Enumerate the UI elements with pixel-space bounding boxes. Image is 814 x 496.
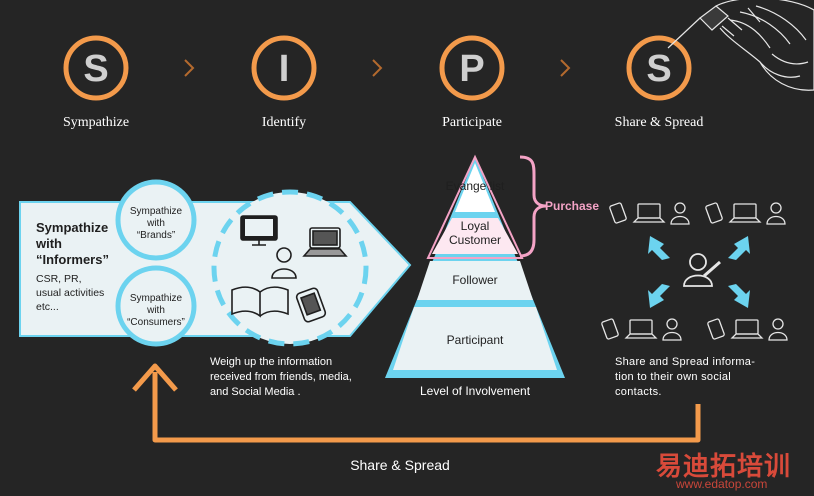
stage-label-participate: Participate	[442, 115, 502, 130]
stage-circle-share	[626, 35, 692, 101]
loyal-line: Loyal	[460, 219, 490, 233]
stage-letter: S	[83, 48, 109, 90]
pyramid-caption: Level of Involvement	[419, 384, 531, 398]
share-spread-arrow	[132, 363, 701, 443]
weigh-line: received from friends, media,	[210, 371, 352, 383]
identify-icons	[231, 215, 348, 323]
share-spread-text: Share and Spread informa- tion to their …	[615, 355, 755, 400]
consumers-circle	[115, 265, 197, 347]
weigh-up-text: Weigh up the information received from f…	[210, 355, 352, 400]
purchase-label: Purchase	[545, 199, 600, 213]
laptop-icon	[302, 227, 348, 257]
stage-circle-participate	[439, 35, 505, 101]
purchase-bracket	[519, 155, 547, 258]
stage-letter: P	[459, 48, 485, 90]
consumers-circle-text: Sympathize with “Consumers”	[118, 293, 194, 329]
informers-sub-line: usual activities	[36, 287, 105, 299]
informers-title-line: with	[36, 236, 62, 251]
spread-arrows	[648, 236, 750, 308]
phone-icon	[295, 287, 327, 323]
consumers-line: “Consumers”	[127, 317, 185, 328]
central-user-icon	[683, 253, 721, 287]
pyramid-level-loyal	[432, 218, 518, 254]
pyramid-label-participant: Participant	[446, 333, 504, 347]
consumers-line: with	[147, 305, 165, 316]
monitor-icon	[240, 215, 278, 246]
pyramid-level-evangelist	[455, 163, 495, 212]
stage-label-identify: Identify	[261, 115, 307, 130]
social-network-icons	[601, 202, 788, 341]
brands-circle	[115, 179, 197, 261]
stage-letter: I	[278, 48, 290, 90]
watermark-url: www.edatop.com	[676, 477, 768, 491]
weigh-line: Weigh up the information	[210, 356, 333, 368]
pyramid-level-participant	[393, 307, 557, 370]
pyramid-label-follower: Follower	[452, 273, 498, 287]
share-line: Share and Spread informa-	[615, 356, 756, 368]
pyramid-label-evangelist: Evange list	[445, 179, 505, 193]
informers-sub-line: etc...	[36, 301, 59, 313]
device-cluster-top-left	[609, 202, 690, 225]
watermark-title: 易迪拓培训	[656, 451, 792, 481]
stage-label-sympathize: Sympathize	[62, 115, 130, 130]
arrow-icon	[648, 284, 670, 308]
device-cluster-bottom-left	[601, 318, 682, 341]
arrow-icon	[728, 236, 750, 260]
stage-circle-sympathize	[63, 35, 129, 101]
brands-line: with	[147, 218, 165, 229]
device-cluster-top-right	[705, 202, 786, 225]
brands-circle-text: Sympathize with “Brands”	[118, 206, 194, 242]
share-line: tion to their own social	[615, 371, 732, 383]
consumers-line: Sympathize	[129, 293, 183, 304]
brands-line: Sympathize	[129, 206, 183, 217]
bottom-share-spread-label: Share & Spread	[350, 457, 450, 473]
share-line: contacts.	[615, 386, 662, 398]
identify-dashed-circle	[211, 189, 369, 347]
stage-circle-identify	[251, 35, 317, 101]
pyramid-level-follower	[417, 261, 533, 300]
weigh-line: and Social Media .	[210, 386, 301, 398]
device-cluster-bottom-right	[707, 318, 788, 341]
book-icon	[231, 286, 289, 318]
hand-pen-illustration	[667, 0, 814, 91]
informers-subtext: CSR, PR, usual activities etc...	[36, 272, 104, 314]
informers-sub-line: CSR, PR,	[36, 273, 82, 285]
informers-title-line: “Informers”	[36, 252, 109, 267]
arrow-right-icon	[372, 59, 383, 77]
loyal-line: Customer	[448, 233, 501, 247]
stage-arrows	[184, 59, 571, 77]
brands-line: “Brands”	[136, 230, 176, 241]
arrow-right-icon	[184, 59, 195, 77]
stage-circles	[63, 0, 814, 101]
arrow-right-icon	[560, 59, 571, 77]
arrow-icon	[648, 236, 670, 260]
informers-title-line: Sympathize	[36, 220, 109, 235]
pyramid-label-loyal: Loyal Customer	[425, 219, 525, 247]
arrow-icon	[728, 284, 750, 308]
involvement-pyramid	[385, 154, 565, 378]
stage-letter: S	[646, 48, 672, 90]
user-icon	[271, 247, 297, 279]
stage-label-share: Share & Spread	[614, 115, 704, 130]
informers-title: Sympathize with “Informers”	[36, 220, 109, 268]
